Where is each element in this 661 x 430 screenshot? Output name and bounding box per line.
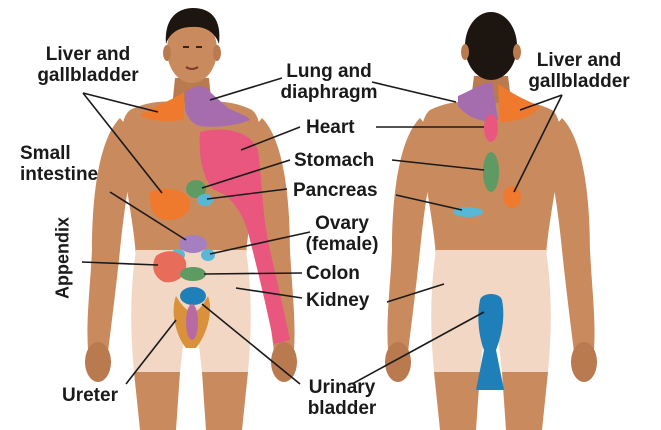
back-right-hand — [571, 342, 597, 382]
front-figure — [85, 8, 297, 430]
front-legs — [134, 372, 248, 430]
leader-kidney-front — [235, 287, 303, 299]
front-right-ear — [213, 45, 221, 61]
front-liver-zone-abdomen — [149, 188, 191, 220]
label-liver-front-line1: Liver and — [45, 44, 131, 65]
back-heart-zone — [484, 114, 498, 142]
back-liver-zone-lower — [503, 186, 521, 208]
leader-lines — [81, 77, 563, 385]
leader-bladder-back — [351, 311, 485, 385]
front-mouth — [185, 66, 199, 70]
label-liver-back-line1: Liver and — [536, 50, 622, 71]
label-bladder-line1: Urinary — [308, 377, 376, 398]
front-right-hand — [271, 342, 297, 382]
leader-bladder-front — [201, 303, 301, 385]
front-ovary-zone-right — [201, 249, 215, 261]
front-colon-zone — [180, 267, 206, 281]
label-ovary-line2: (female) — [305, 234, 379, 255]
back-figure — [385, 12, 597, 430]
leader-appendix — [81, 261, 159, 266]
leader-ovary — [209, 231, 311, 255]
back-liver-zone-shoulder — [498, 84, 540, 122]
back-left-hand — [385, 342, 411, 382]
leader-lung-front — [209, 77, 283, 101]
leader-lung-back — [371, 81, 457, 103]
leader-pancreas-back — [395, 194, 463, 211]
front-kidney-zone — [180, 287, 206, 305]
back-stomach-zone — [483, 152, 499, 192]
front-hair — [165, 8, 220, 44]
label-urinary-bladder: Urinary bladder — [294, 377, 390, 419]
label-appendix: Appendix — [52, 216, 73, 300]
label-intestine-line1: Small — [20, 143, 71, 164]
leader-liver-shoulder — [82, 92, 159, 113]
label-liver-gallbladder-front: Liver and gallbladder — [26, 44, 150, 86]
label-ovary-line1: Ovary — [315, 213, 369, 234]
leader-intestine — [109, 191, 187, 241]
label-heart: Heart — [306, 117, 355, 138]
front-lung-zone — [185, 86, 250, 127]
leader-ureter — [125, 319, 177, 385]
front-bladder-zone — [186, 304, 198, 340]
label-lung-line1: Lung and — [286, 61, 372, 82]
leader-stomach-back — [391, 159, 485, 171]
label-bladder-line2: bladder — [307, 398, 377, 419]
front-appendix-zone — [153, 251, 187, 283]
leader-heart-front — [240, 126, 301, 151]
back-head — [465, 12, 517, 80]
leader-liver-back-lower — [513, 94, 563, 193]
leader-colon — [203, 272, 303, 275]
leader-kidney-back — [386, 283, 445, 303]
label-intestine-line2: intestine — [20, 164, 99, 185]
front-left-hand — [85, 342, 111, 382]
label-pancreas: Pancreas — [293, 180, 378, 201]
label-small-intestine: Small intestine — [20, 143, 98, 185]
front-left-ear — [163, 45, 171, 61]
label-ureter: Ureter — [62, 385, 118, 406]
label-colon: Colon — [306, 263, 360, 284]
back-left-ear — [461, 44, 469, 60]
label-lung-diaphragm: Lung and diaphragm — [276, 61, 382, 103]
back-urinary-zone — [476, 294, 504, 390]
leader-liver-abdomen — [82, 92, 163, 194]
front-head — [167, 17, 217, 83]
leader-liver-back-upper — [519, 94, 563, 111]
front-stomach-zone — [186, 180, 206, 198]
label-liver-front-line2: gallbladder — [37, 65, 139, 86]
label-liver-back-line2: gallbladder — [528, 71, 630, 92]
front-liver-zone-shoulder — [140, 92, 184, 122]
front-heart-zone — [199, 129, 290, 344]
label-stomach: Stomach — [294, 150, 375, 171]
leader-pancreas-front — [206, 188, 288, 200]
leader-stomach-front — [201, 159, 291, 189]
label-ovary: Ovary (female) — [298, 213, 386, 255]
back-right-ear — [513, 44, 521, 60]
label-liver-gallbladder-back: Liver and gallbladder — [514, 50, 644, 92]
back-legs — [434, 372, 548, 430]
label-kidney: Kidney — [306, 290, 370, 311]
front-pancreas-zone — [197, 194, 213, 206]
label-lung-line2: diaphragm — [280, 82, 378, 103]
back-lung-zone — [458, 82, 498, 122]
